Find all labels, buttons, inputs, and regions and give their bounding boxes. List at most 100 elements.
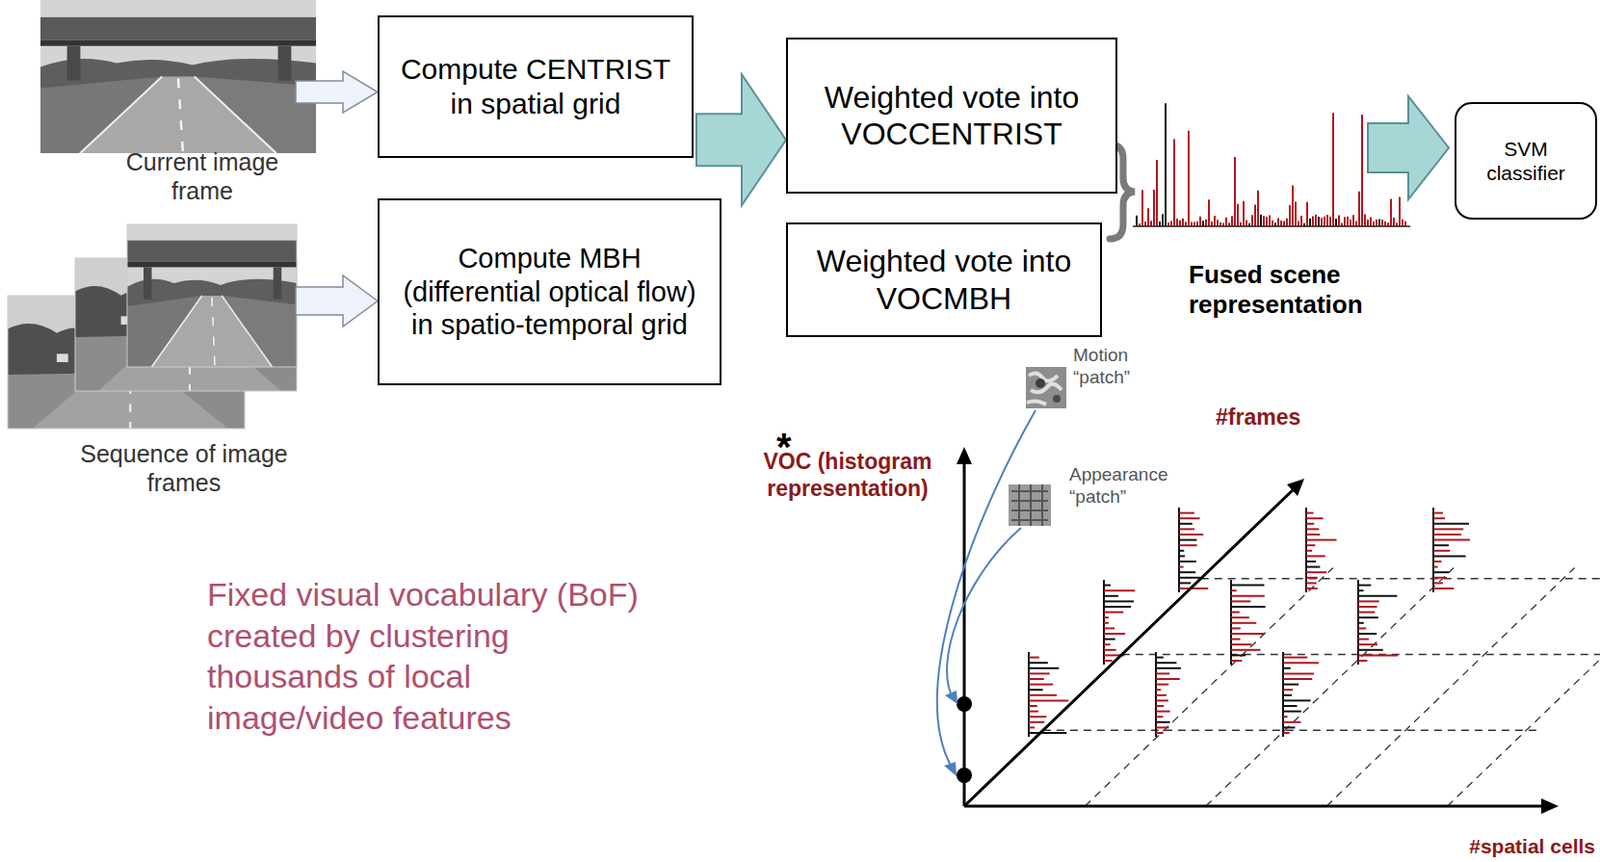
histogram-bar (1231, 215, 1233, 227)
histogram-bar (1404, 221, 1407, 227)
histogram-bar (1358, 654, 1398, 656)
histogram-bar (1103, 627, 1115, 630)
histogram-bar (1028, 667, 1059, 670)
histogram-bar (1433, 554, 1467, 557)
histogram-bar (1369, 217, 1372, 227)
histogram-bar (1179, 523, 1193, 525)
histogram-bar (1358, 659, 1367, 662)
histogram-bar (1306, 587, 1318, 590)
histogram-bar (1028, 726, 1035, 729)
histogram-bar (1179, 581, 1191, 584)
grid-line (1206, 568, 1454, 808)
histogram-bar (1179, 533, 1204, 536)
histogram-bar (1381, 219, 1384, 227)
histogram-bar (1283, 678, 1312, 681)
histogram-bar (1155, 699, 1169, 702)
histogram-bar (1103, 605, 1131, 608)
histogram-bar (1323, 216, 1326, 227)
histogram-bar (1433, 581, 1443, 584)
histogram-bar (1173, 139, 1176, 227)
histogram-bar (1028, 672, 1050, 675)
histogram-bar (1306, 202, 1309, 227)
histogram-bar (1306, 512, 1314, 515)
histogram-bar (1231, 622, 1257, 625)
histogram-bar (1179, 577, 1201, 579)
histogram-bar (1135, 215, 1138, 227)
histogram-bar (1306, 539, 1338, 542)
histogram-bar (1155, 656, 1164, 659)
histogram-bar (1028, 710, 1039, 713)
histogram-bar (1103, 643, 1111, 646)
histogram-bar (1433, 587, 1454, 590)
histogram-bar (1378, 218, 1381, 227)
histogram-bar (1028, 678, 1045, 681)
histogram-bar (1283, 683, 1299, 686)
image-caption: Sequence of image frames (78, 439, 290, 498)
histogram-bar (1332, 112, 1335, 227)
histogram-bar (1358, 595, 1397, 598)
histogram-bar (1352, 214, 1355, 227)
histogram-bar (1231, 584, 1264, 587)
histogram-bar (1433, 544, 1449, 547)
histogram-bar (1179, 550, 1184, 552)
histogram-bar (1150, 220, 1153, 227)
histogram-bar (1363, 213, 1366, 227)
histogram-bar (1231, 649, 1261, 652)
histogram-bar (1216, 219, 1219, 227)
grid-line (1447, 568, 1600, 808)
histogram-bar (1179, 587, 1208, 590)
histogram-bar (1283, 715, 1288, 718)
axis-label: #spatial cells (1425, 834, 1596, 859)
histogram-bar (1103, 584, 1111, 587)
histogram-bar (1254, 204, 1257, 227)
patch-label: Appearance “patch” (1069, 464, 1185, 509)
histogram-bar (1343, 216, 1346, 227)
histogram-bar (1285, 218, 1288, 227)
histogram-bar (1179, 512, 1195, 515)
histogram-bar (1181, 218, 1184, 227)
histogram-bar (1155, 678, 1181, 681)
histogram-bar (1358, 632, 1377, 635)
histogram-bar (1155, 661, 1177, 664)
histogram-bar (1028, 688, 1044, 691)
histogram-bar (1346, 216, 1349, 227)
histogram-bar (1283, 221, 1286, 227)
histogram-bar (1231, 600, 1251, 603)
histogram-bar (1231, 605, 1266, 608)
output-label: Fused scene representation (1188, 260, 1382, 320)
histogram-bar (1202, 220, 1205, 227)
histogram-bar (1283, 661, 1319, 664)
histogram-bar (1257, 190, 1260, 227)
histogram-bar (1179, 571, 1196, 574)
histogram-bar (1433, 539, 1470, 542)
histogram-bar (1028, 705, 1038, 708)
histogram-bar (1028, 656, 1040, 659)
histogram-bar (1265, 216, 1268, 227)
histogram-bar (1233, 157, 1236, 227)
histogram-bar (1366, 219, 1369, 227)
histogram-bar (1306, 560, 1316, 563)
histogram-bar (1433, 571, 1449, 574)
histogram-bar (1196, 221, 1199, 227)
histogram-bar (1283, 726, 1295, 729)
box-text: Weighted vote into VOCCENTRIST (803, 78, 1101, 154)
histogram-bar (1103, 611, 1124, 614)
histogram-bar (1028, 721, 1045, 724)
histogram-bar (1028, 732, 1067, 735)
histogram-bar (1283, 710, 1302, 713)
histogram-bar (1155, 159, 1158, 227)
process-box: Compute CENTRIST in spatial grid (377, 15, 694, 158)
histogram-bar (1164, 103, 1167, 227)
histogram-bar (1375, 219, 1378, 227)
grid-line (1043, 730, 1540, 732)
histogram-bar (1271, 220, 1274, 227)
histogram-bar (1300, 215, 1303, 227)
histogram-bar (1306, 566, 1320, 569)
histogram-bar (1179, 517, 1201, 520)
histogram-bar (1433, 560, 1443, 563)
histogram-bar (1283, 732, 1290, 735)
histogram-bar (1236, 204, 1239, 227)
histogram-bar (1161, 213, 1164, 227)
histogram-bar (1392, 217, 1395, 227)
histogram-bar (1205, 219, 1207, 227)
